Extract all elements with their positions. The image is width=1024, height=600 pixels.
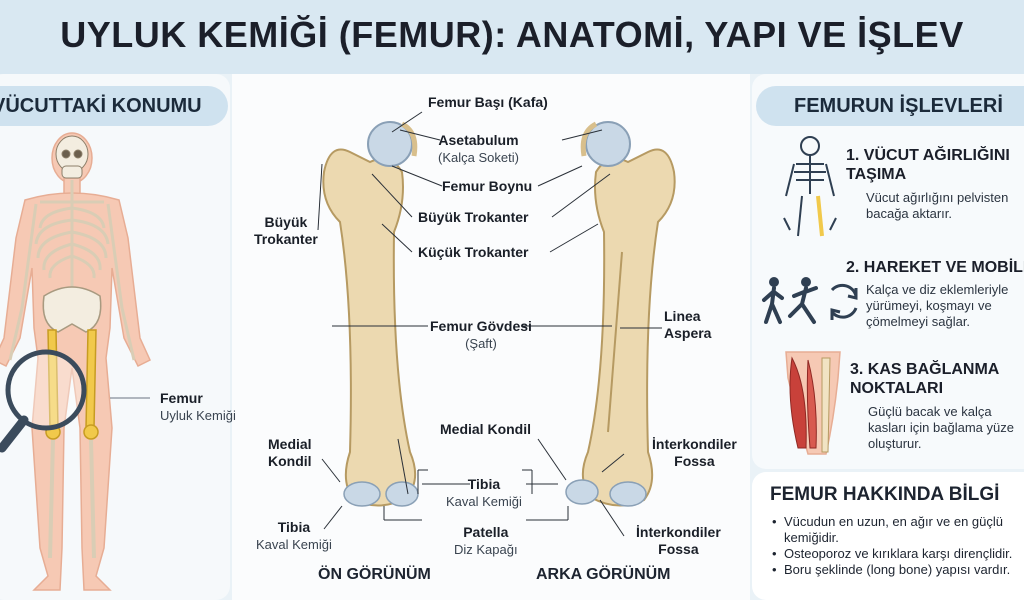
- motion-icon: [762, 277, 858, 324]
- fact-item-1: Vücudun en uzun, en ağır ve en güçlükemi…: [772, 514, 1012, 546]
- label-femur-neck: Femur Boynu: [442, 178, 533, 194]
- label-medial-condyle: Medial Kondil: [440, 421, 531, 437]
- title-bar: [0, 0, 1024, 74]
- facts-heading: FEMUR HAKKINDA BİLGİ: [770, 484, 1000, 505]
- page-title: UYLUK KEMİĞİ (FEMUR): ANATOMİ, YAPI VE İ…: [60, 14, 964, 55]
- location-heading: VÜCUTTAKİ KONUMU: [0, 86, 228, 126]
- skeleton-icon: [783, 136, 837, 237]
- magnifier-icon: [0, 349, 87, 453]
- label-femur-head: Femur Başı (Kafa): [428, 94, 548, 110]
- femur-front-view: [322, 121, 419, 507]
- label-greater-trochanter: Büyük Trokanter: [418, 209, 529, 225]
- fact-item-3: Boru şeklinde (long bone) yapısı vardır.: [772, 562, 1012, 578]
- function-2-title: 2. HAREKET VE MOBİLİ: [846, 259, 1024, 276]
- front-view-label: ÖN GÖRÜNÜM: [318, 566, 431, 583]
- functions-heading: FEMURUN İŞLEVLERİ: [756, 86, 1024, 126]
- facts-list: Vücudun en uzun, en ağır ve en güçlükemi…: [772, 514, 1012, 578]
- label-acetabulum: Asetabulum(Kalça Soketi): [438, 132, 519, 165]
- label-lesser-trochanter: Küçük Trokanter: [418, 244, 529, 260]
- back-view-label: ARKA GÖRÜNÜM: [536, 566, 671, 583]
- fact-item-2: Osteoporoz ve kırıklara karşı dirençlidi…: [772, 546, 1012, 562]
- muscle-icon: [785, 351, 841, 455]
- body-illustration: [0, 132, 151, 591]
- label-shaft: Femur Gövdesi(Şaft): [430, 318, 532, 351]
- leader-lines: [317, 111, 662, 537]
